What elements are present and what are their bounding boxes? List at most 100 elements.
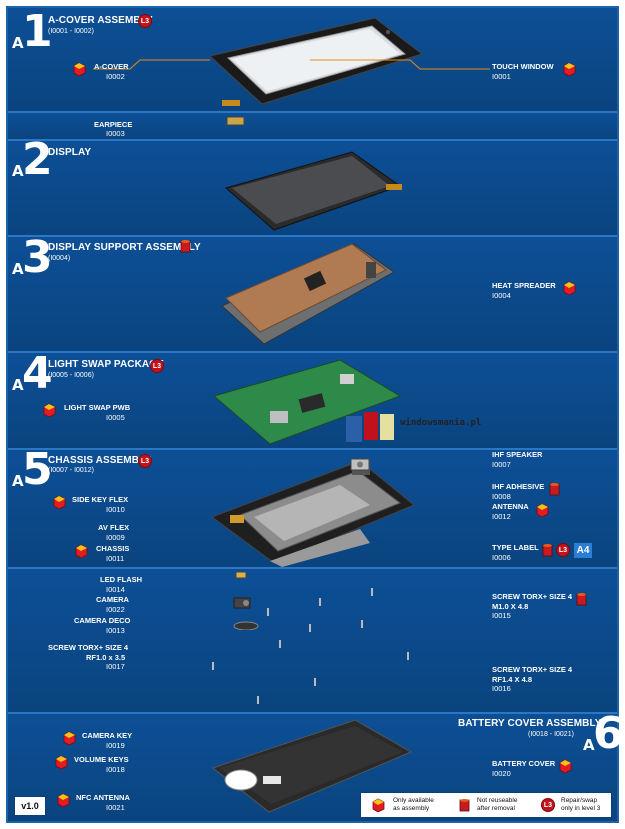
can-icon	[459, 798, 470, 813]
section-a6-subtitle: (I0018 - I0021)	[528, 731, 574, 738]
camera-parts-image	[233, 571, 259, 630]
type-label-label: TYPE LABEL	[492, 543, 539, 552]
l3-badge: L3	[541, 798, 555, 812]
a-cover-label: A-COVER	[94, 62, 129, 71]
av-flex-label: AV FLEX	[98, 523, 130, 532]
battery-cover-label: BATTERY COVER	[492, 759, 556, 768]
legend-text: Only available	[393, 797, 434, 804]
light-swap-pwb-code: I0005	[106, 413, 125, 422]
cube-icon	[62, 731, 76, 746]
heat-spreader-label: HEAT SPREADER	[492, 281, 556, 290]
watermark-logo	[346, 412, 394, 442]
section-a3-subtitle: (I0004)	[48, 255, 71, 262]
side-key-flex-code: I0010	[106, 505, 125, 514]
can-icon	[576, 592, 587, 607]
screw-b-code: I0017	[106, 662, 125, 671]
l3-badge: L3	[556, 543, 570, 557]
version-label: v1.0	[14, 796, 46, 816]
cube-icon	[56, 793, 70, 808]
legend-text: Repair/swap	[561, 797, 598, 804]
l3-badge: L3	[150, 359, 164, 373]
ihf-speaker-image	[350, 458, 370, 471]
cube-icon	[42, 403, 56, 418]
nfc-antenna-label: NFC ANTENNA	[76, 793, 130, 802]
camera-deco-label: CAMERA DECO	[74, 616, 131, 625]
nfc-antenna-code: I0021	[106, 803, 125, 812]
screw-c-label: SCREW TORX+ SIZE 4	[492, 665, 573, 674]
can-icon	[549, 482, 560, 497]
cube-icon	[52, 495, 66, 510]
section-a1-subtitle: (I0001 - I0002)	[48, 28, 94, 35]
av-flex-code: I0009	[106, 533, 125, 542]
light-swap-pwb-label: LIGHT SWAP PWB	[64, 403, 131, 412]
can-icon	[542, 543, 553, 558]
volume-keys-label: VOLUME KEYS	[74, 755, 129, 764]
ihf-speaker-label: IHF SPEAKER	[492, 450, 543, 459]
ihf-speaker-code: I0007	[492, 460, 511, 469]
section-a2-title: DISPLAY	[48, 147, 92, 158]
display-image	[224, 151, 402, 231]
divider	[8, 111, 617, 113]
light-swap-pwb-image	[212, 359, 402, 445]
l3-badge: L3	[138, 454, 152, 468]
watermark-text: windowsmania.pl	[400, 418, 482, 428]
battery-cover-code: I0020	[492, 769, 511, 778]
touch-window-label: TOUCH WINDOW	[492, 62, 554, 71]
divider	[8, 139, 617, 141]
type-label-code: I0006	[492, 553, 511, 562]
section-a4-subtitle: (I0005 - I0006)	[48, 372, 94, 379]
cube-icon	[72, 62, 86, 77]
screw-b-spec: RF1.0 x 3.5	[86, 653, 126, 662]
divider	[8, 567, 617, 569]
section-a6-title: BATTERY COVER ASSEMBLY	[458, 718, 602, 729]
legend-text: only in level 3	[561, 805, 601, 812]
cube-icon	[562, 62, 576, 77]
earpiece-label: EARPIECE	[94, 120, 133, 129]
battery-cover-image	[211, 719, 413, 813]
side-key-flex-label: SIDE KEY FLEX	[72, 495, 129, 504]
screw-c-spec: RF1.4 X 4.8	[492, 675, 533, 684]
display-support-image	[221, 243, 395, 345]
antenna-label: ANTENNA	[492, 502, 529, 511]
earpiece-image	[226, 116, 245, 126]
led-flash-label: LED FLASH	[100, 575, 143, 584]
camera-key-code: I0019	[106, 741, 125, 750]
a-cover-code: I0002	[106, 72, 125, 81]
a4-tag: A4	[574, 543, 592, 558]
ihf-adhesive-code: I0008	[492, 492, 511, 501]
led-flash-code: I0014	[106, 585, 125, 594]
divider	[8, 448, 617, 450]
section-a5-subtitle: (I0007 - I0012)	[48, 467, 94, 474]
divider	[8, 712, 617, 714]
cube-icon	[535, 503, 549, 518]
screws-band	[8, 569, 617, 712]
legend-text: after removal	[477, 805, 515, 812]
chassis-code: I0011	[106, 554, 125, 563]
can-icon	[180, 239, 191, 254]
screw-c-code: I0016	[492, 684, 511, 693]
heat-spreader-code: I0004	[492, 291, 511, 300]
camera-deco-code: I0013	[106, 626, 125, 635]
section-a1-title: A-COVER ASSEMBLY	[48, 15, 153, 26]
cube-icon	[562, 281, 576, 296]
cube-icon	[54, 755, 68, 770]
legend-text: as assembly	[393, 805, 430, 812]
section-a3-title: DISPLAY SUPPORT ASSEMBLY	[48, 242, 201, 253]
cube-icon	[558, 759, 572, 774]
camera-label: CAMERA	[96, 595, 129, 604]
earpiece-band	[8, 113, 617, 139]
legend: Only available as assembly Not reuseable…	[360, 792, 612, 818]
chassis-image	[210, 460, 415, 567]
divider	[8, 351, 617, 353]
screw-a-code: I0015	[492, 611, 511, 620]
screw-a-spec: M1.0 X 4.8	[492, 602, 529, 611]
touch-window-code: I0001	[492, 72, 511, 81]
cube-icon	[74, 544, 88, 559]
l3-badge: L3	[138, 14, 152, 28]
antenna-code: I0012	[492, 512, 511, 521]
chassis-label: CHASSIS	[96, 544, 130, 553]
volume-keys-code: I0018	[106, 765, 125, 774]
section-a4-title: LIGHT SWAP PACKAGE	[48, 359, 164, 370]
earpiece-code: I0003	[106, 129, 125, 138]
camera-code: I0022	[106, 605, 125, 614]
